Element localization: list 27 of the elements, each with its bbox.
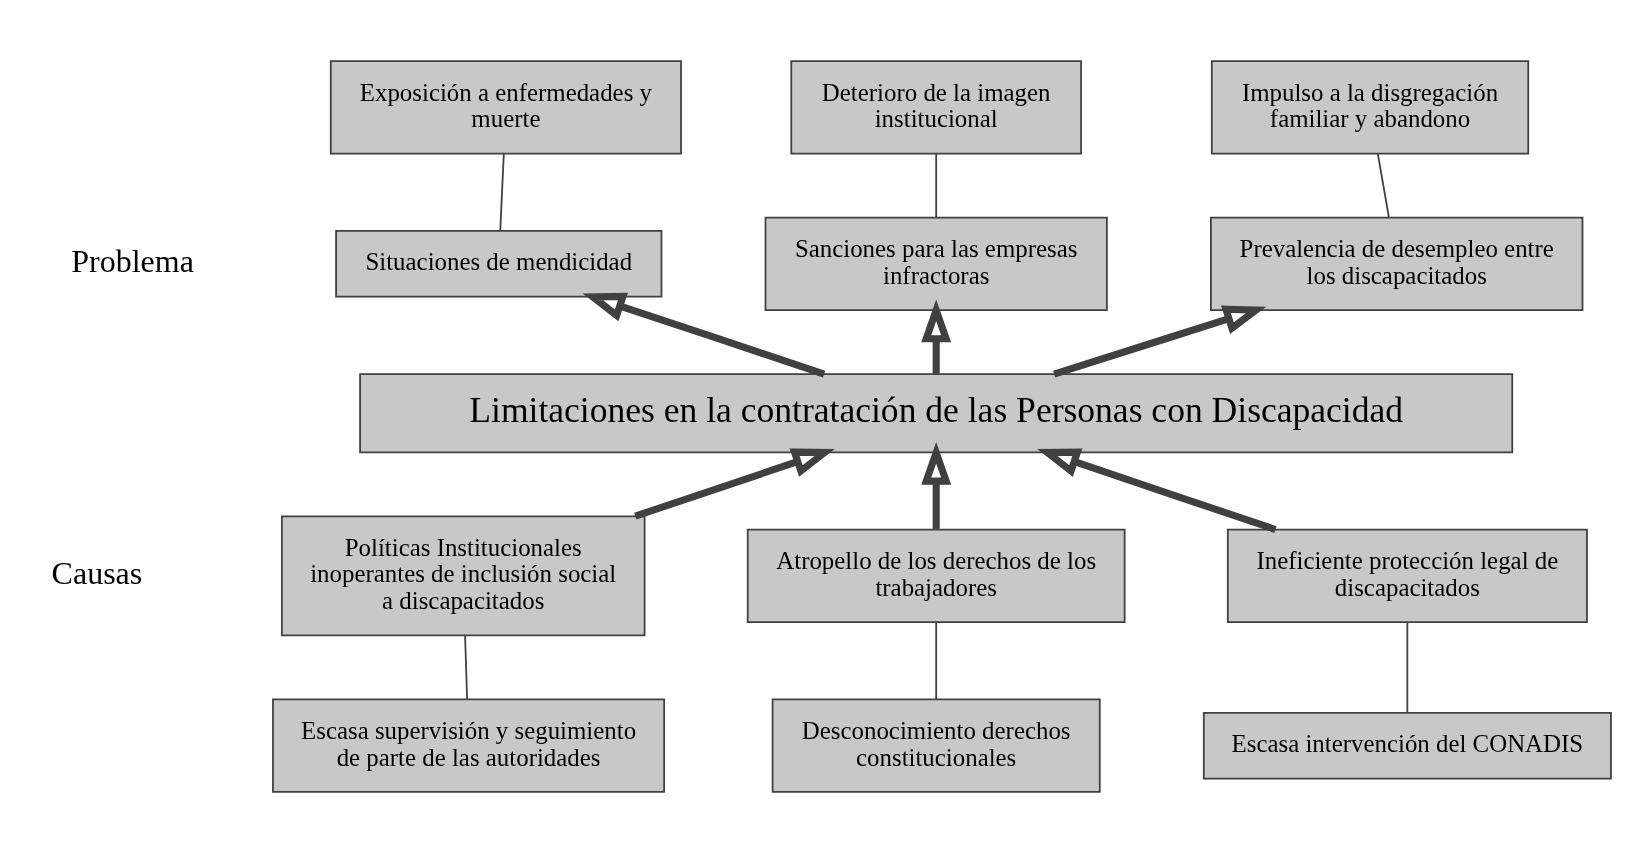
node-box: Escasa supervisión y seguimiento de parte de las autoridades [272,698,666,793]
node-box: Escasa intervención del CONADIS [1202,711,1612,780]
connector [1406,621,1409,714]
label: Causas [51,554,143,591]
node-box: Políticas Institucionales inoperantes de inclusión social a discapacitados [281,515,646,637]
arrow [921,299,952,374]
connector [464,634,469,701]
node-box: Exposición a enfermedades y muerte [329,60,682,155]
node-box: Ineficiente protección legal de discapacitados [1226,528,1588,623]
arrow [582,292,826,378]
arrow [634,448,835,520]
arrow [1037,448,1277,533]
node-box: Situaciones de mendicidad [335,230,663,298]
connector [935,152,938,218]
node-box: Limitaciones en la contratación de las Personas con Discapacidad [359,373,1514,454]
connector [499,153,505,232]
node-box: Desconocimiento derechos constitucionales [771,698,1101,793]
connector [1376,152,1390,218]
node-box: Atropello de los derechos de los trabajadores [746,528,1126,623]
connector [935,621,938,701]
arrow [921,441,952,529]
node-box: Prevalencia de desempleo entre los discapacitados [1210,216,1584,311]
node-box: Sanciones para las empresas infractoras [764,216,1108,311]
label: Problema [71,242,194,279]
node-box: Impulso a la disgregación familiar y abandono [1210,60,1530,155]
node-box: Deterioro de la imagen institucional [790,60,1082,155]
arrow [1053,305,1267,378]
